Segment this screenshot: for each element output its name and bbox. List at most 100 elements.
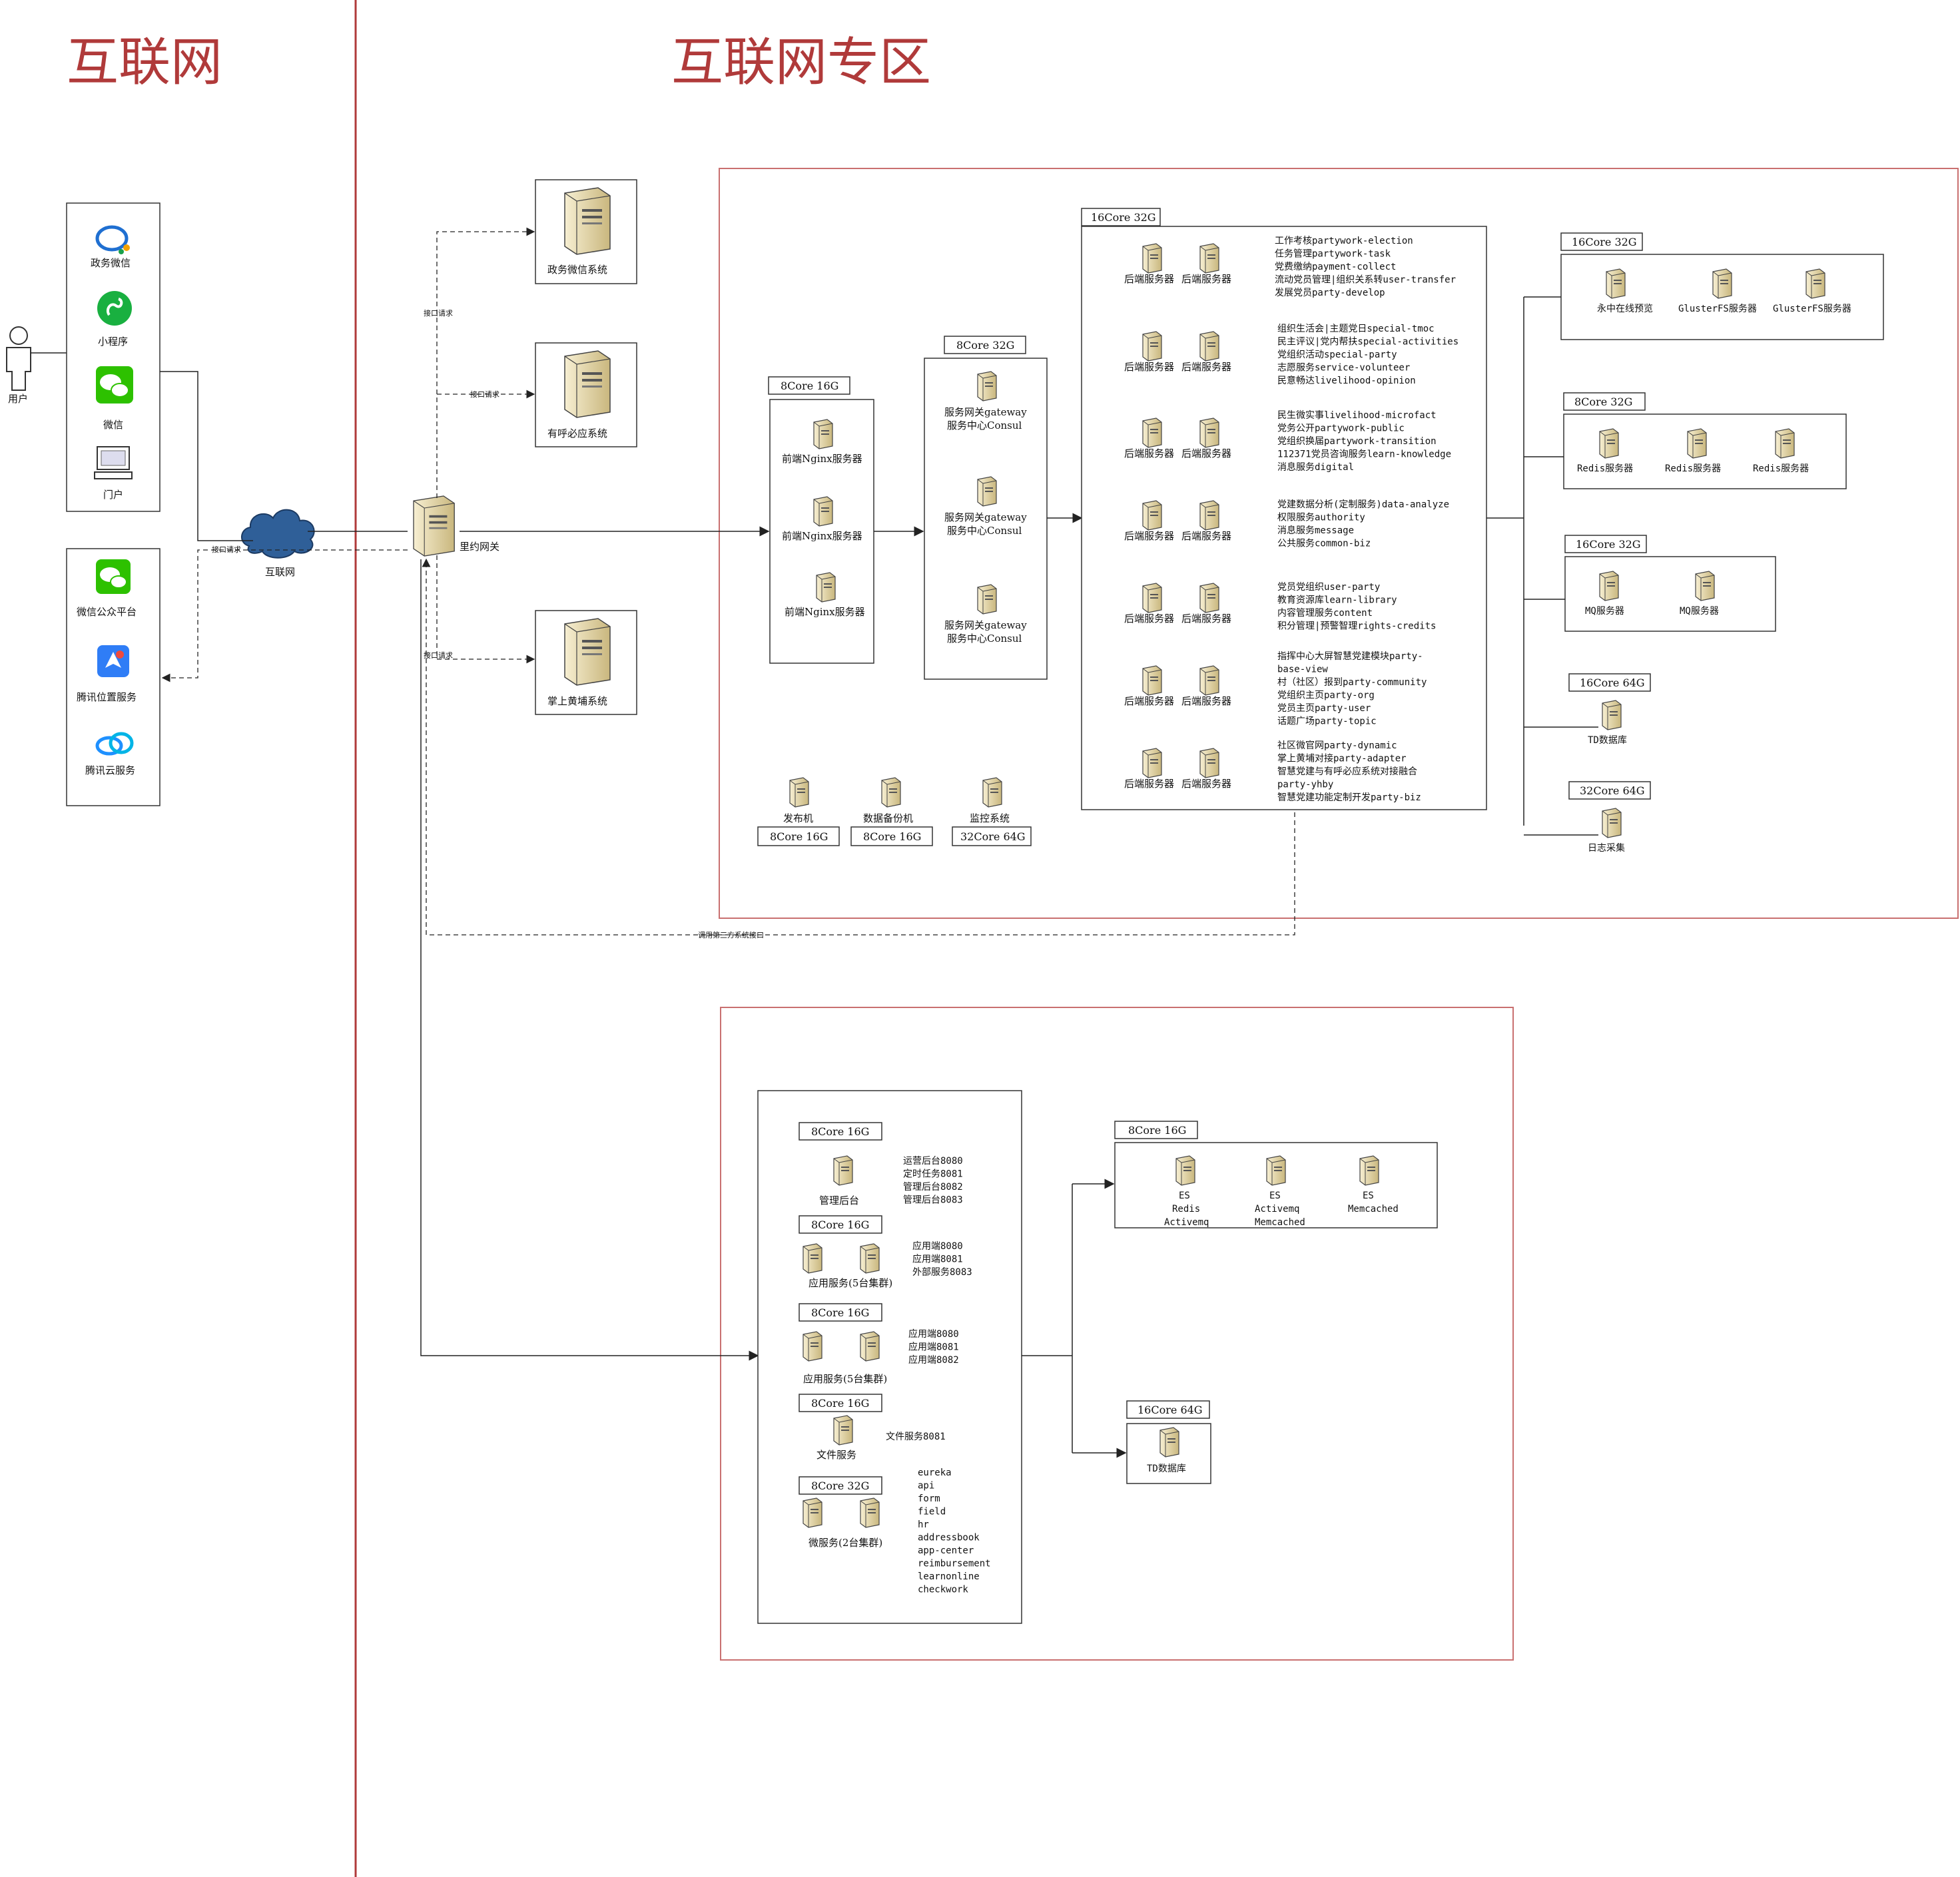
backend-server-icon-5-b (1199, 665, 1219, 696)
backend-server-label-1-a: 后端服务器 (1124, 361, 1174, 373)
lower-note-1-2: 外部服务8083 (912, 1267, 972, 1278)
lower-note-4-7: reimbursement (918, 1559, 991, 1569)
backend-server-label-3-b: 后端服务器 (1181, 530, 1231, 542)
backend-server-icon-2-b (1199, 417, 1219, 448)
lower-note-3-0: 文件服务8081 (886, 1432, 946, 1442)
client-label-wechat: 微信 (103, 419, 123, 431)
nginx-spec-box (768, 376, 850, 395)
cache-server-icon-0 (1175, 1155, 1195, 1186)
backend-server-label-5-b: 后端服务器 (1181, 695, 1231, 707)
lower-spec-4: 8Core 32G (811, 1479, 869, 1492)
backend-server-label-3-a: 后端服务器 (1124, 530, 1174, 542)
gw-server-icon-2 (977, 584, 997, 615)
right-group-item-2-1: MQ服务器 (1680, 606, 1719, 617)
edge-label-api-2: 接口请求 (424, 309, 453, 318)
user-label: 用户 (8, 393, 28, 405)
client-label-mini-program: 小程序 (98, 336, 128, 348)
lower-server-icon-4-1 (860, 1497, 880, 1528)
backend-server-label-0-a: 后端服务器 (1124, 273, 1174, 285)
right-group-server-icon-2-0 (1599, 571, 1619, 601)
backend-server-icon-6-a (1142, 748, 1162, 778)
ext-system-label-0: 政务微信系统 (547, 264, 607, 276)
lower-spec-box-0 (799, 1122, 882, 1141)
lower-note-4-0: eureka (918, 1468, 952, 1478)
backend-service-0-1: 任务管理partywork-task (1275, 249, 1391, 260)
lower-note-2-0: 应用端8080 (908, 1328, 959, 1340)
lower-note-4-1: api (918, 1481, 934, 1491)
lower-label-3: 文件服务 (817, 1449, 856, 1461)
right-group-item-2-0: MQ服务器 (1585, 606, 1624, 617)
td-server-icon (1159, 1427, 1179, 1458)
ops-spec-box-1 (850, 826, 933, 846)
tencent-cloud-icon (95, 732, 134, 756)
backend-service-0-4: 发展党员party-develop (1275, 288, 1385, 298)
backend-spec-box (1081, 208, 1161, 226)
right-group-spec-1: 8Core 32G (1574, 396, 1632, 408)
internet-cloud-icon (241, 509, 315, 559)
edge-backend-third-callback (422, 558, 1295, 936)
backend-server-label-2-b: 后端服务器 (1181, 447, 1231, 459)
lower-note-0-0: 运营后台8080 (903, 1156, 963, 1167)
cache-item-0-2: Activemq (1164, 1217, 1209, 1228)
backend-server-label-4-b: 后端服务器 (1181, 613, 1231, 625)
backend-service-5-5: 话题广场party-topic (1277, 716, 1377, 727)
backend-server-icon-2-a (1142, 417, 1162, 448)
ext-system-label-2: 掌上黄埔系统 (547, 695, 607, 707)
lower-spec-0: 8Core 16G (811, 1125, 869, 1138)
lower-zone-border (720, 1007, 1514, 1661)
edge-label-api-3: 接口请求 (470, 390, 499, 399)
backend-server-label-4-a: 后端服务器 (1124, 613, 1174, 625)
lower-note-2-1: 应用端8081 (908, 1342, 959, 1353)
backend-service-0-3: 流动党员管理|组织关系转user-transfer (1275, 275, 1456, 286)
backend-service-4-1: 教育资源库learn-library (1277, 595, 1397, 606)
ext-system-server-icon-1 (564, 350, 611, 418)
ext-system-label-1: 有呼必应系统 (547, 427, 607, 439)
edge-clients-cloud (160, 371, 253, 541)
backend-server-icon-4-b (1199, 583, 1219, 613)
backend-service-2-1: 党务公开partywork-public (1277, 423, 1405, 434)
lower-label-4: 微服务(2台集群) (809, 1537, 882, 1549)
cache-server-icon-2 (1359, 1155, 1379, 1186)
lower-note-4-9: checkwork (918, 1585, 968, 1595)
right-group-item-0-2: GlusterFS服务器 (1773, 304, 1851, 314)
right-group-server-icon-0-2 (1805, 268, 1825, 299)
ops-server-icon-1 (881, 777, 901, 808)
backend-service-4-3: 积分管理|预警智理rights-credits (1277, 621, 1436, 632)
backend-service-1-1: 民主评议|党内帮扶special-activities (1277, 337, 1459, 348)
backend-service-1-0: 组织生活会|主题党日special-tmoc (1277, 324, 1435, 334)
lower-server-icon-1-0 (803, 1243, 822, 1274)
lower-note-4-4: hr (918, 1519, 929, 1530)
backend-server-icon-4-a (1142, 583, 1162, 613)
gw-server-l1-0: 服务网关gateway (944, 406, 1027, 418)
right-group-server-icon-1-0 (1599, 428, 1619, 459)
backend-service-0-0: 工作考核partywork-election (1275, 236, 1413, 246)
ops-server-label-0: 发布机 (783, 812, 813, 824)
tencent-location-icon (97, 645, 129, 677)
right-group-spec-3: 16Core 64G (1580, 676, 1645, 689)
gw-spec-box (944, 336, 1026, 354)
cache-item-2-0: ES (1363, 1191, 1374, 1201)
backend-service-1-4: 民意畅达livelihood-opinion (1277, 375, 1416, 386)
nginx-server-icon-1 (813, 496, 833, 527)
gateway-server-icon (413, 495, 455, 557)
backend-server-icon-0-b (1199, 243, 1219, 274)
backend-service-6-3: party-yhby (1277, 780, 1333, 790)
backend-service-2-3: 112371党员咨询服务learn-knowledge (1277, 449, 1451, 460)
backend-service-1-3: 志愿服务service-volunteer (1277, 363, 1410, 374)
edge-label-call-third: 调用第三方系统接口 (698, 930, 764, 939)
right-group-server-icon-2-1 (1695, 571, 1715, 601)
backend-service-4-2: 内容管理服务content (1277, 607, 1373, 619)
backend-server-label-2-a: 后端服务器 (1124, 447, 1174, 459)
backend-service-6-4: 智慧党建功能定制开发party-biz (1277, 792, 1421, 803)
lower-label-1: 应用服务(5台集群) (809, 1277, 892, 1289)
backend-service-5-1: base-view (1277, 665, 1328, 675)
backend-service-3-2: 消息服务message (1277, 525, 1354, 536)
right-group-spec-box-4 (1568, 781, 1651, 800)
user-icon (6, 326, 31, 391)
backend-server-label-6-a: 后端服务器 (1124, 778, 1174, 790)
backend-service-3-0: 党建数据分析(定制服务)data-analyze (1277, 499, 1449, 510)
portal-computer-icon (94, 446, 133, 479)
edge-gateway-gov-sys (436, 227, 535, 498)
lower-note-0-3: 管理后台8083 (903, 1195, 963, 1206)
ops-server-label-2: 监控系统 (970, 812, 1010, 824)
